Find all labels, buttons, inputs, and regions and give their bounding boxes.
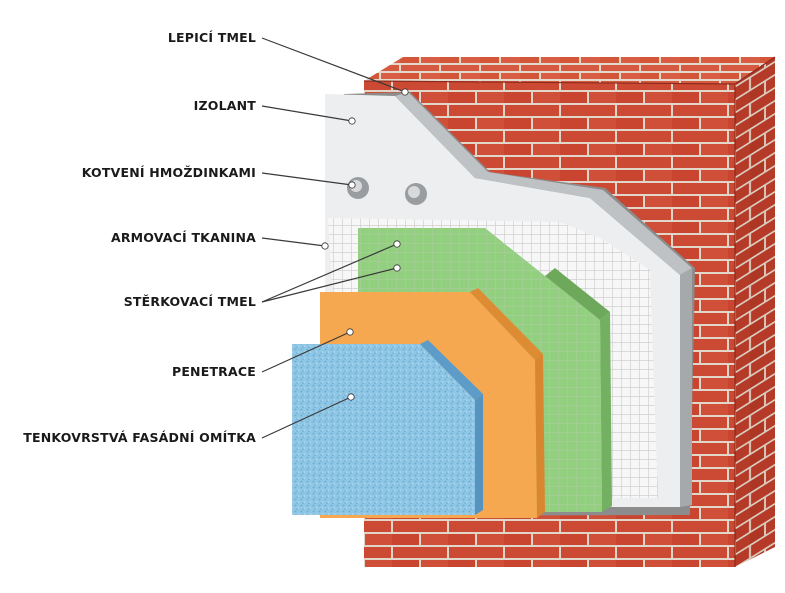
leader-lines (261, 37, 406, 439)
leader-skim-2 (261, 267, 398, 303)
label-anchoring: KOTVENÍ HMOŽDINKAMI (82, 165, 256, 180)
brick-wall-edge (363, 56, 776, 567)
dot-primer (346, 328, 354, 336)
render-edge (420, 340, 483, 400)
leader-mesh (261, 237, 326, 247)
skim-coat-edge (545, 268, 610, 320)
render-side (475, 394, 483, 515)
label-skim-coat: STĚRKOVACÍ TMEL (124, 294, 256, 309)
leader-insulation (261, 105, 353, 122)
dot-insulation (348, 117, 356, 125)
leader-primer (261, 331, 351, 373)
leader-adhesive (261, 37, 406, 93)
leader-dots (321, 88, 409, 401)
label-insulation: IZOLANT (194, 98, 257, 113)
label-primer: PENETRACE (172, 364, 256, 379)
dot-render (347, 393, 355, 401)
leader-skim-1 (261, 243, 398, 303)
brick-wall-side (735, 57, 775, 567)
insulation-side (680, 268, 692, 507)
leader-render (261, 396, 352, 439)
dot-mesh (321, 242, 329, 250)
label-mesh: ARMOVACÍ TKANINA (111, 230, 256, 245)
dot-skim-1 (393, 240, 401, 248)
brick-wall-top (364, 57, 775, 84)
dot-adhesive (401, 88, 409, 96)
dot-skim-2 (393, 264, 401, 272)
render-board (292, 344, 475, 515)
dot-anchoring (348, 181, 356, 189)
skim-coat-side (600, 312, 612, 512)
layer-labels: LEPICÍ TMEL IZOLANT KOTVENÍ HMOŽDINKAMI … (23, 30, 256, 445)
render-layer (292, 340, 483, 515)
insulation-edge (395, 92, 692, 275)
primer-side (535, 354, 545, 518)
label-adhesive: LEPICÍ TMEL (168, 30, 256, 45)
primer-edge (470, 288, 543, 360)
leader-anchoring (261, 172, 353, 186)
label-render: TENKOVRSTVÁ FASÁDNÍ OMÍTKA (23, 430, 256, 445)
